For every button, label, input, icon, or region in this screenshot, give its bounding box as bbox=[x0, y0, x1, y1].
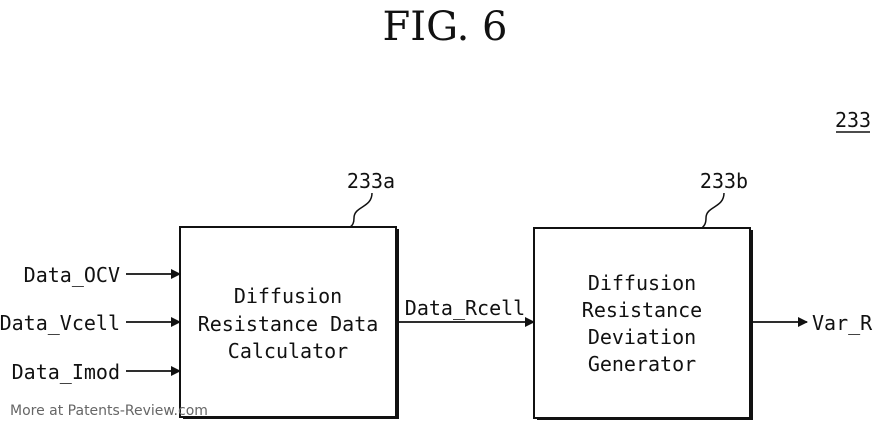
watermark-text: More at Patents-Review.com bbox=[10, 403, 208, 419]
generator-ref-label: 233b bbox=[700, 169, 748, 193]
input-label-imod: Data_Imod bbox=[12, 360, 120, 384]
generator-block bbox=[533, 227, 751, 419]
generator-line-2: Resistance bbox=[582, 298, 702, 322]
input-label-ocv: Data_OCV bbox=[24, 263, 120, 287]
figure-title: FIG. 6 bbox=[383, 4, 508, 50]
figure-reference: 233 bbox=[835, 108, 871, 132]
generator-leader-line bbox=[701, 192, 725, 229]
generator-line-1: Diffusion bbox=[588, 271, 696, 295]
calculator-ref-label: 233a bbox=[347, 169, 395, 193]
calculator-line-2: Resistance Data bbox=[198, 312, 379, 336]
calculator-leader-line bbox=[349, 192, 373, 228]
calculator-line-1: Diffusion bbox=[234, 284, 342, 308]
middle-signal-label: Data_Rcell bbox=[405, 296, 525, 320]
calculator-line-3: Calculator bbox=[228, 339, 348, 363]
output-signal-label: Var_R bbox=[812, 311, 873, 335]
generator-line-4: Generator bbox=[588, 352, 696, 376]
input-label-vcell: Data_Vcell bbox=[0, 311, 120, 335]
calculator-block bbox=[179, 226, 397, 418]
generator-line-3: Deviation bbox=[588, 325, 696, 349]
